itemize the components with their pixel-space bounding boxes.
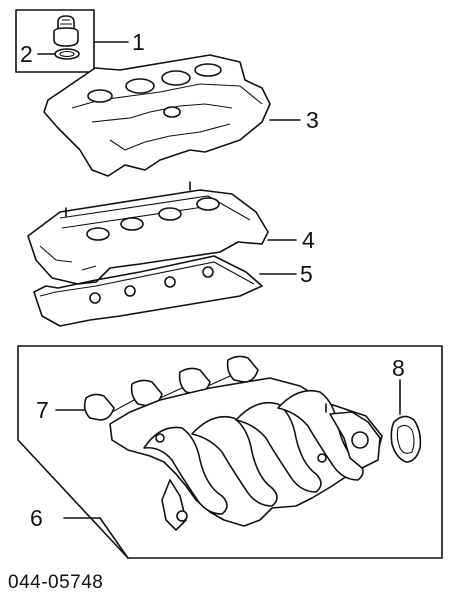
callout-5: 5 xyxy=(300,261,313,287)
intake-manifold-icon xyxy=(109,377,383,531)
oil-filler-cap-group xyxy=(15,9,129,73)
oil-filler-cap-icon xyxy=(53,15,79,47)
manifold-gasket-icon xyxy=(55,355,259,421)
callout-8: 8 xyxy=(392,355,405,381)
callout-3: 3 xyxy=(306,107,319,133)
cap-inset-box xyxy=(15,9,95,73)
throttle-gasket-icon xyxy=(390,379,422,463)
callout-4: 4 xyxy=(302,227,315,253)
callout-6: 6 xyxy=(30,505,43,531)
manifold-frame xyxy=(17,345,443,559)
valve-cover-gasket-icon xyxy=(33,255,297,327)
valve-cover-icon xyxy=(27,181,297,285)
diagram-part-number: 044-05748 xyxy=(8,572,103,593)
cap-gasket-icon xyxy=(54,48,80,60)
callout-2: 2 xyxy=(20,41,33,67)
callout-1: 1 xyxy=(132,29,145,55)
engine-cover-icon xyxy=(43,54,301,177)
callout-7: 7 xyxy=(36,397,49,423)
